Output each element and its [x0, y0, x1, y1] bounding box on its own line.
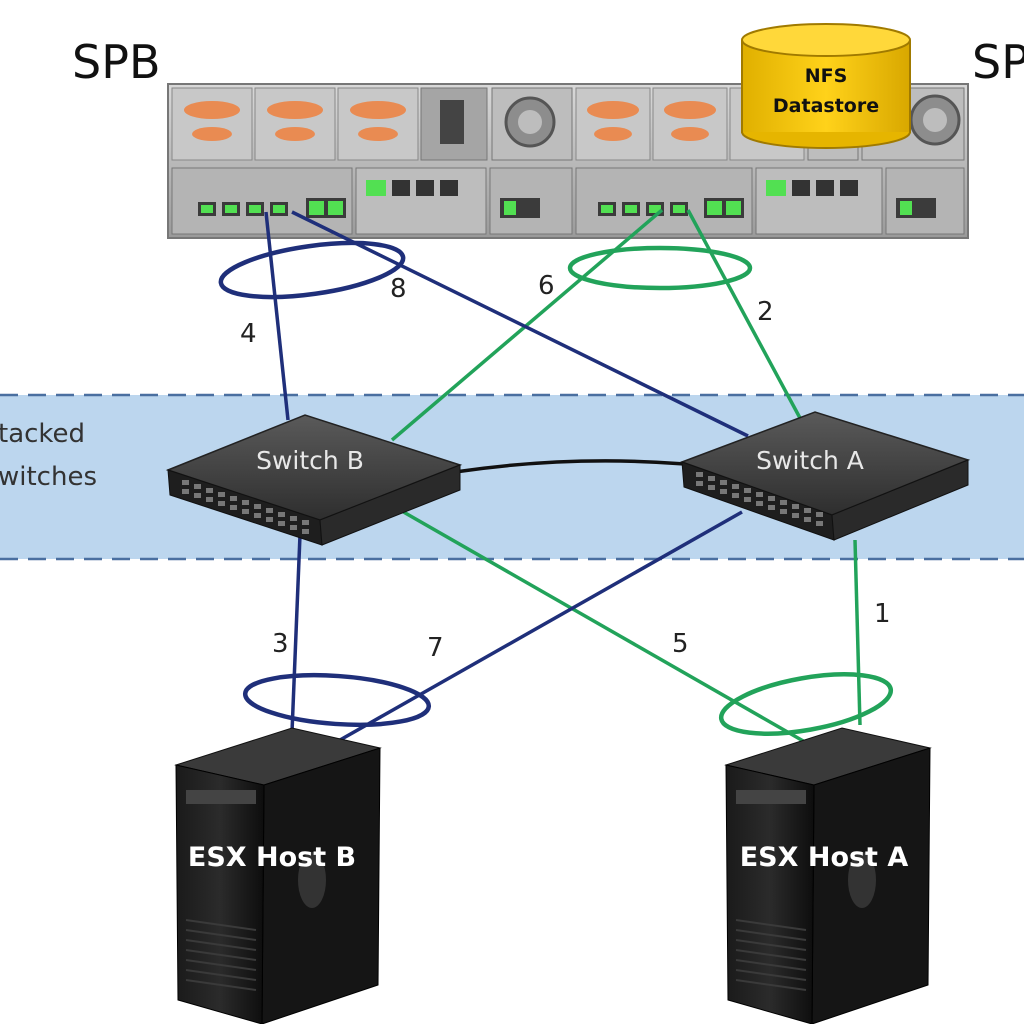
- link-label-1: 1: [874, 599, 891, 629]
- link-1: [853, 539, 862, 726]
- io-modules: [171, 167, 965, 235]
- switch-b[interactable]: Switch B: [165, 414, 463, 546]
- link-5: [399, 508, 806, 744]
- nfs-datastore-icon: NFS Datastore: [741, 23, 911, 149]
- switch-b-label: Switch B: [256, 446, 364, 475]
- link-label-5: 5: [672, 629, 689, 659]
- switch-a-ports: [696, 472, 823, 526]
- spb-label: SPB: [72, 35, 161, 89]
- link-2: [686, 209, 802, 419]
- esx-host-b[interactable]: ESX Host B: [174, 727, 382, 1024]
- connection-links: [218, 208, 894, 744]
- link-label-7: 7: [427, 633, 444, 663]
- link-label-3: 3: [272, 629, 289, 659]
- host-b-label: ESX Host B: [188, 842, 356, 873]
- stack-zone-label-line1: tacked: [0, 419, 85, 449]
- host-b-vents: [185, 919, 257, 991]
- link-3: [290, 534, 302, 733]
- switch-a[interactable]: Switch A: [679, 411, 971, 541]
- switch-a-label: Switch A: [756, 446, 864, 475]
- host-a-label: ESX Host A: [740, 842, 909, 873]
- lag-ring-host-b: [242, 672, 432, 728]
- stack-link: [454, 459, 686, 474]
- link-8: [291, 210, 749, 438]
- stack-zone-label-line2: witches: [0, 462, 97, 492]
- esx-host-a[interactable]: ESX Host A: [724, 727, 932, 1024]
- host-a-vents: [735, 919, 807, 991]
- link-4: [264, 211, 290, 421]
- nfs-label-line1: NFS: [805, 65, 848, 87]
- lag-ring-host-a: [718, 672, 894, 736]
- switch-b-ports: [182, 480, 309, 534]
- lag-ring-spb: [218, 240, 406, 300]
- spa-label: SP: [972, 35, 1024, 89]
- link-7: [339, 510, 743, 742]
- link-label-8: 8: [390, 274, 407, 304]
- link-label-4: 4: [240, 319, 257, 349]
- fan-modules: [171, 87, 805, 161]
- nfs-label-line2: Datastore: [773, 95, 879, 117]
- link-label-2: 2: [757, 297, 774, 327]
- lag-ring-spa: [567, 245, 753, 291]
- link-label-6: 6: [538, 271, 555, 301]
